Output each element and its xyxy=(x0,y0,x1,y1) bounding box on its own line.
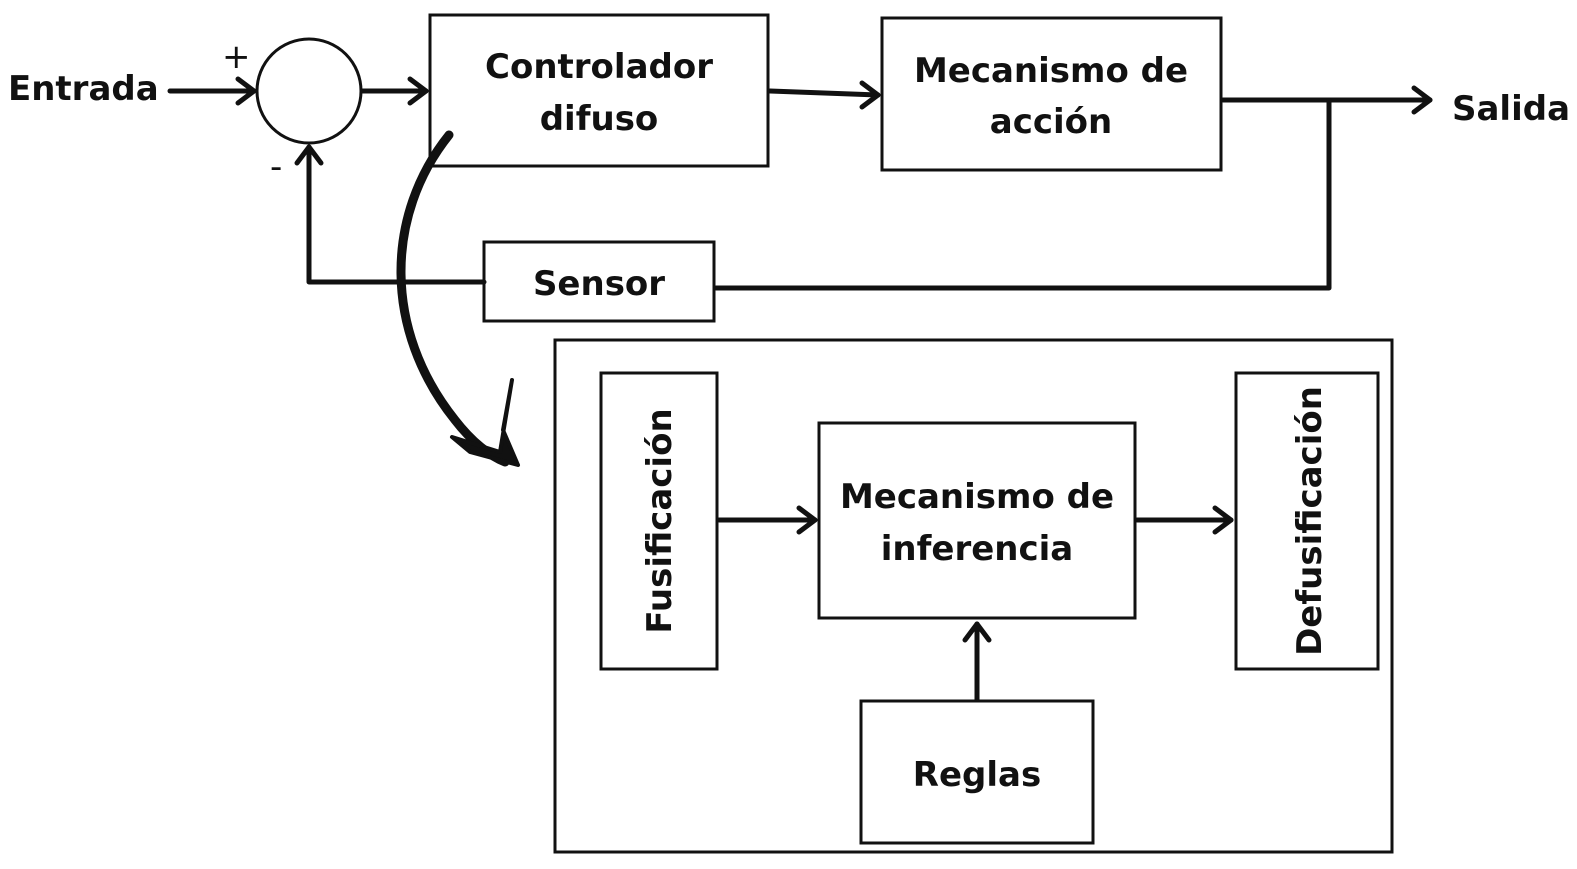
inference-to-defuzzification-arrow xyxy=(1134,505,1234,535)
rules-label: Reglas xyxy=(913,755,1041,795)
input-arrow xyxy=(167,76,257,106)
controller-label-line2: difuso xyxy=(540,99,659,139)
sensor-label: Sensor xyxy=(533,264,665,304)
fuzzification-label: Fusificación xyxy=(640,408,680,633)
inference-label-line2: inferencia xyxy=(881,529,1074,569)
controller-label-line1: Controlador xyxy=(485,47,713,87)
inference-label-line1: Mecanismo de xyxy=(840,477,1114,517)
minus-sign: - xyxy=(270,147,282,187)
rules-block: Reglas xyxy=(859,699,1095,845)
summing-junction xyxy=(255,37,363,145)
rules-to-inference-arrow xyxy=(962,621,992,703)
defuzzification-label: Defusificación xyxy=(1290,386,1330,656)
feedback-line-output-to-sensor xyxy=(713,97,1332,291)
junction-to-controller-arrow xyxy=(359,76,429,106)
sensor-block: Sensor xyxy=(482,240,716,323)
fuzzification-block: Fusificación xyxy=(599,371,719,671)
expand-controller-arrow xyxy=(396,130,520,467)
input-label: Entrada xyxy=(8,69,159,109)
actuator-label-line2: acción xyxy=(990,102,1112,142)
actuator-block: Mecanismo de acción xyxy=(880,16,1223,172)
fuzzy-controller-detail-frame xyxy=(553,338,1394,854)
fuzzification-to-inference-arrow xyxy=(716,505,818,535)
defuzzification-block: Defusificación xyxy=(1234,371,1380,671)
output-label: Salida xyxy=(1452,89,1570,129)
plus-sign: + xyxy=(222,37,251,77)
actuator-label-line1: Mecanismo de xyxy=(914,51,1188,91)
inference-block: Mecanismo de inferencia xyxy=(817,421,1137,620)
controller-to-actuator-arrow xyxy=(767,80,881,110)
controller-block: Controlador difuso xyxy=(428,13,770,168)
feedback-arrow-sensor-to-junction xyxy=(294,144,487,285)
